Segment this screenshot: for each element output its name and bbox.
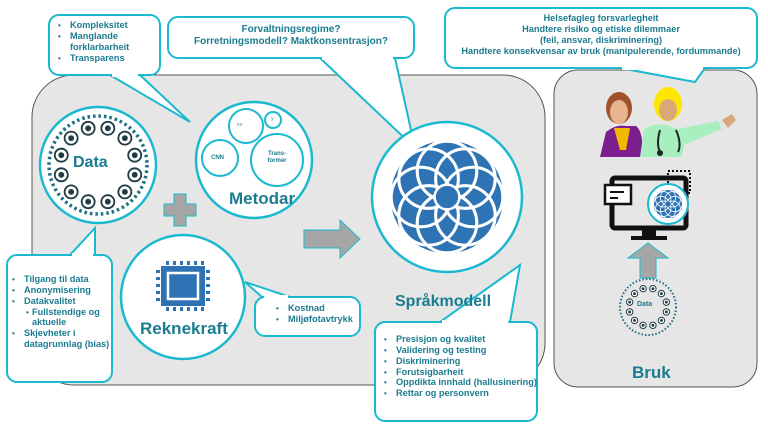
use-callout-bubble [444, 7, 758, 84]
bullet-item: Forutsigbarheit [382, 367, 537, 378]
bullet-item: Skjevheter i datagrunnlag (bias) [10, 328, 112, 350]
arrow-right-icon [303, 218, 361, 260]
compute-callout: KostnadMiljøfotavtrykk [268, 303, 360, 325]
arrow-up-icon [626, 242, 670, 279]
y-circle [264, 111, 282, 129]
bullet-item: Manglande forklarbarheit [56, 31, 160, 53]
bullet-item: Miljøfotavtrykk [274, 314, 360, 325]
methods-circle [194, 100, 314, 220]
data-top-callout: KompleksitetManglande forklarbarheitTran… [56, 20, 160, 63]
bullet-item: Tilgang til data [10, 274, 112, 285]
governance-line: Forvaltningsregime? [241, 24, 341, 35]
bullet-item: Kostnad [274, 303, 360, 314]
bullet-item: Anonymisering [10, 285, 112, 296]
methods-label: Metodar [229, 189, 296, 208]
language-model-callout: Presisjon og kvalitetValidering og testi… [382, 334, 537, 399]
bullet-item: Validering og testing [382, 345, 537, 356]
language-model-label: Språkmodell [395, 293, 492, 310]
monitor-icon [603, 170, 691, 240]
use-callout: Helsefagleg forsvarlegheit Handtere risi… [445, 13, 757, 56]
bullet-item: Datakvalitet [10, 296, 112, 307]
transformer-circle [250, 133, 304, 187]
data-circle [38, 105, 158, 225]
bullet-item: Oppdikta innhald (hallusinering) [382, 377, 537, 388]
chip-icon [156, 261, 210, 311]
cnn-circle [201, 139, 239, 177]
governance-callout-bubble [167, 16, 417, 151]
data-label: Data [73, 154, 108, 171]
transformer-label: Trans-former [267, 151, 287, 165]
governance-line: Forretningsmodell? Maktkonsentrasjon? [194, 35, 388, 47]
use-label: Bruk [632, 363, 671, 382]
xx-label: xx [237, 122, 243, 128]
plus-icon [163, 193, 197, 227]
bullet-item: Diskriminering [382, 356, 537, 367]
bullet-item: Kompleksitet [56, 20, 160, 31]
use-callout-line: (feil, ansvar, diskriminering) [539, 34, 663, 45]
compute-label: Reknekraft [140, 319, 228, 338]
bullet-item: Presisjon og kvalitet [382, 334, 537, 345]
bullet-item: Rettar og personvern [382, 388, 537, 399]
y-label: y [271, 116, 274, 122]
use-data-circle [619, 278, 677, 336]
xx-circle [228, 108, 264, 144]
cnn-label: CNN [211, 155, 224, 161]
use-callout-line: Handtere konsekvensar av bruk (manipuler… [461, 45, 741, 56]
bullet-item: Transparens [56, 53, 160, 64]
people-icon [600, 87, 736, 157]
use-callout-line: Helsefagleg forsvarlegheit [543, 13, 659, 23]
governance-callout: Forvaltningsregime? Forretningsmodell? M… [168, 24, 414, 48]
bullet-item: Fullstendige og aktuelle [10, 307, 112, 329]
use-data-label: Data [637, 301, 653, 308]
use-callout-line: Handtere risiko og etiske dilemmaer [522, 23, 680, 34]
flower-logo-icon [385, 135, 509, 259]
data-bottom-callout: Tilgang til dataAnonymiseringDatakvalite… [10, 274, 112, 350]
